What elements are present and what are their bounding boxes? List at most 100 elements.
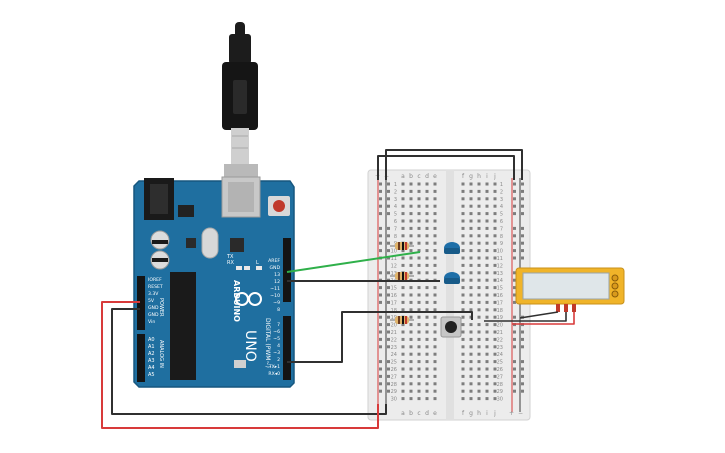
breadboard-hole[interactable] [477, 397, 481, 401]
rail-hole[interactable] [387, 337, 390, 341]
breadboard-hole[interactable] [425, 249, 429, 253]
rail-hole[interactable] [379, 226, 382, 230]
breadboard-hole[interactable] [477, 219, 481, 223]
breadboard-hole[interactable] [401, 182, 405, 186]
rail-hole[interactable] [387, 286, 390, 290]
rail-hole[interactable] [513, 382, 516, 386]
breadboard-hole[interactable] [433, 382, 437, 386]
breadboard-hole[interactable] [485, 197, 489, 201]
rail-hole[interactable] [513, 226, 516, 230]
rail-hole[interactable] [387, 389, 390, 393]
breadboard-hole[interactable] [469, 263, 473, 267]
breadboard-hole[interactable] [461, 286, 465, 290]
rail-hole[interactable] [379, 249, 382, 253]
breadboard-hole[interactable] [477, 360, 481, 364]
breadboard-hole[interactable] [493, 182, 497, 186]
rail-hole[interactable] [521, 330, 524, 334]
rail-hole[interactable] [379, 337, 382, 341]
rail-hole[interactable] [379, 197, 382, 201]
breadboard-hole[interactable] [417, 397, 421, 401]
rail-hole[interactable] [379, 315, 382, 319]
breadboard-hole[interactable] [477, 389, 481, 393]
breadboard-hole[interactable] [425, 345, 429, 349]
breadboard-hole[interactable] [493, 204, 497, 208]
breadboard-hole[interactable] [401, 397, 405, 401]
breadboard-hole[interactable] [493, 367, 497, 371]
rail-hole[interactable] [379, 293, 382, 297]
breadboard-hole[interactable] [461, 330, 465, 334]
breadboard-hole[interactable] [401, 345, 405, 349]
breadboard-hole[interactable] [477, 352, 481, 356]
breadboard-hole[interactable] [461, 315, 465, 319]
breadboard-hole[interactable] [425, 323, 429, 327]
breadboard-hole[interactable] [425, 182, 429, 186]
breadboard-hole[interactable] [409, 182, 413, 186]
breadboard-hole[interactable] [425, 330, 429, 334]
breadboard-hole[interactable] [461, 234, 465, 238]
breadboard-hole[interactable] [485, 241, 489, 245]
breadboard-hole[interactable] [485, 182, 489, 186]
breadboard-hole[interactable] [485, 293, 489, 297]
breadboard-hole[interactable] [485, 397, 489, 401]
breadboard-hole[interactable] [401, 189, 405, 193]
breadboard-hole[interactable] [417, 234, 421, 238]
rail-hole[interactable] [521, 226, 524, 230]
breadboard-hole[interactable] [469, 249, 473, 253]
breadboard-hole[interactable] [409, 241, 413, 245]
breadboard-hole[interactable] [493, 330, 497, 334]
breadboard-hole[interactable] [477, 286, 481, 290]
breadboard-hole[interactable] [425, 286, 429, 290]
breadboard-hole[interactable] [469, 382, 473, 386]
rail-hole[interactable] [387, 374, 390, 378]
rail-hole[interactable] [387, 330, 390, 334]
breadboard-hole[interactable] [461, 256, 465, 260]
breadboard-hole[interactable] [409, 197, 413, 201]
rail-hole[interactable] [379, 234, 382, 238]
breadboard-hole[interactable] [425, 241, 429, 245]
rail-hole[interactable] [521, 189, 524, 193]
breadboard-hole[interactable] [401, 323, 405, 327]
breadboard-hole[interactable] [485, 360, 489, 364]
breadboard-hole[interactable] [417, 374, 421, 378]
breadboard-hole[interactable] [417, 352, 421, 356]
breadboard-hole[interactable] [493, 212, 497, 216]
breadboard-hole[interactable] [417, 300, 421, 304]
breadboard-hole[interactable] [409, 323, 413, 327]
breadboard-hole[interactable] [425, 397, 429, 401]
rail-hole[interactable] [387, 249, 390, 253]
breadboard-hole[interactable] [433, 293, 437, 297]
breadboard-hole[interactable] [417, 330, 421, 334]
breadboard[interactable]: a b c d e f g h i j a b c d e f g h i j … [367, 169, 531, 421]
breadboard-hole[interactable] [401, 389, 405, 393]
breadboard-hole[interactable] [493, 271, 497, 275]
rail-hole[interactable] [513, 271, 516, 275]
breadboard-hole[interactable] [425, 315, 429, 319]
breadboard-hole[interactable] [425, 300, 429, 304]
breadboard-hole[interactable] [493, 219, 497, 223]
breadboard-hole[interactable] [417, 204, 421, 208]
breadboard-hole[interactable] [477, 278, 481, 282]
breadboard-hole[interactable] [493, 293, 497, 297]
breadboard-hole[interactable] [401, 330, 405, 334]
rail-hole[interactable] [387, 323, 390, 327]
breadboard-hole[interactable] [417, 182, 421, 186]
breadboard-hole[interactable] [485, 352, 489, 356]
breadboard-hole[interactable] [485, 204, 489, 208]
breadboard-hole[interactable] [485, 374, 489, 378]
breadboard-hole[interactable] [433, 256, 437, 260]
breadboard-hole[interactable] [461, 249, 465, 253]
breadboard-hole[interactable] [461, 308, 465, 312]
breadboard-hole[interactable] [469, 397, 473, 401]
breadboard-hole[interactable] [485, 345, 489, 349]
breadboard-hole[interactable] [409, 315, 413, 319]
breadboard-hole[interactable] [433, 300, 437, 304]
breadboard-hole[interactable] [425, 263, 429, 267]
breadboard-hole[interactable] [477, 374, 481, 378]
breadboard-hole[interactable] [425, 382, 429, 386]
breadboard-hole[interactable] [401, 337, 405, 341]
rail-hole[interactable] [513, 182, 516, 186]
lcd-module-icon[interactable] [515, 267, 625, 312]
breadboard-hole[interactable] [493, 300, 497, 304]
breadboard-hole[interactable] [425, 219, 429, 223]
rail-hole[interactable] [379, 182, 382, 186]
